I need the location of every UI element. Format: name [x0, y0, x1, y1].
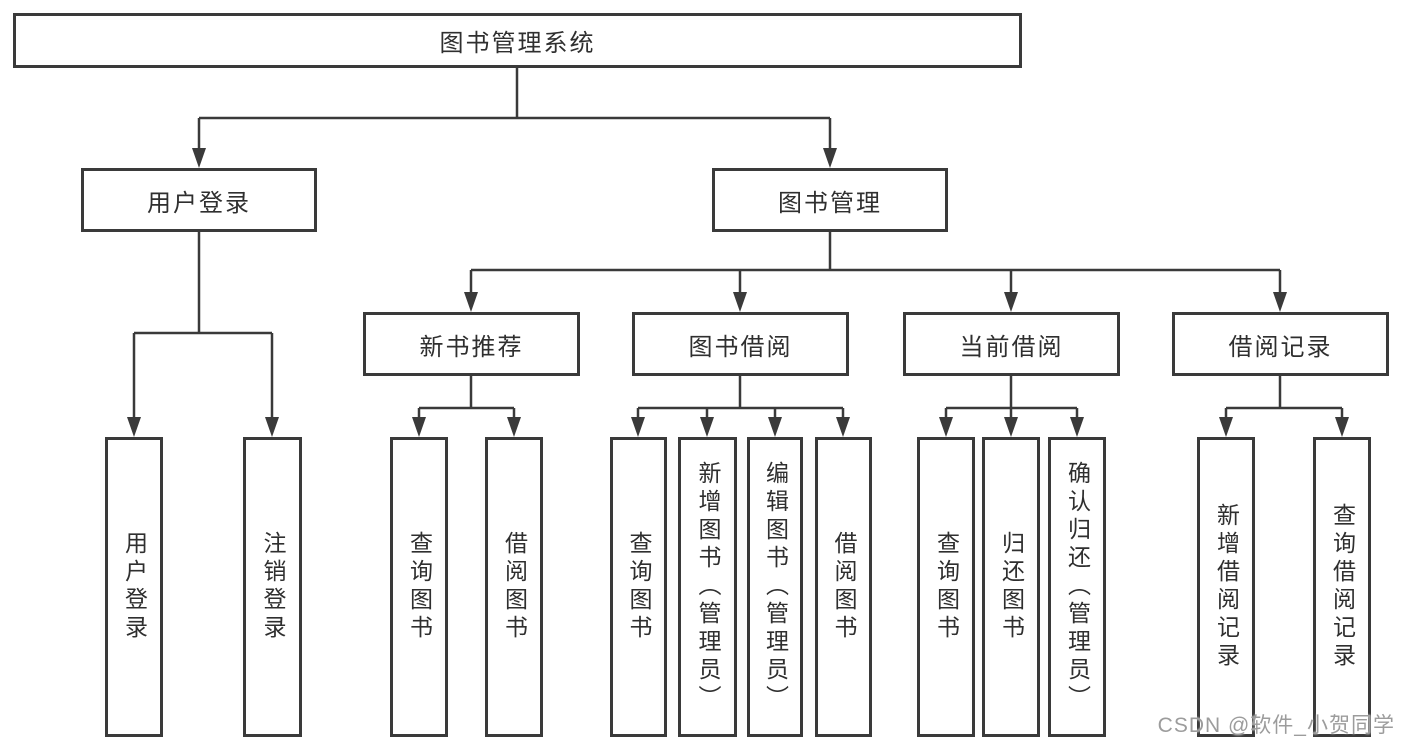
leaf-label: 借阅图书 [831, 531, 857, 643]
leaf-user-login: 用户登录 [105, 437, 163, 737]
leaf-label: 借阅图书 [501, 531, 528, 643]
leaf-label: 查询借阅记录 [1329, 503, 1356, 671]
leaf-borrow-books: 借阅图书 [815, 437, 872, 737]
leaf-add-books-admin: 新增图书（管理员） [678, 437, 737, 737]
node-new-book-recommendation: 新书推荐 [363, 312, 580, 376]
node-book-borrowing: 图书借阅 [632, 312, 849, 376]
leaf-label: 用户登录 [121, 531, 148, 643]
node-borrowing-records: 借阅记录 [1172, 312, 1389, 376]
connector-user-login-children [127, 232, 279, 437]
leaf-add-borrow-record: 新增借阅记录 [1197, 437, 1255, 737]
node-user-login: 用户登录 [81, 168, 317, 232]
connector-current-borrowing-children [939, 376, 1084, 437]
connector-root-to-level2 [192, 68, 837, 168]
node-library-system: 图书管理系统 [13, 13, 1022, 68]
leaf-query-books-borrowing: 查询图书 [610, 437, 667, 737]
node-label: 图书管理系统 [439, 30, 596, 57]
node-label: 新书推荐 [419, 333, 524, 361]
leaf-label: 归还图书 [998, 531, 1025, 643]
node-current-borrowing: 当前借阅 [903, 312, 1120, 376]
node-label: 借阅记录 [1228, 333, 1333, 361]
leaf-query-borrow-record: 查询借阅记录 [1313, 437, 1371, 737]
leaf-edit-books-admin: 编辑图书（管理员） [747, 437, 803, 737]
node-book-management: 图书管理 [712, 168, 948, 232]
leaf-label: 确认归还（管理员） [1064, 461, 1091, 713]
leaf-query-books-current: 查询图书 [917, 437, 975, 737]
leaf-label: 注销登录 [260, 531, 286, 643]
leaf-logout: 注销登录 [243, 437, 302, 737]
leaf-label: 查询图书 [626, 531, 652, 643]
leaf-borrow-books-recommend: 借阅图书 [485, 437, 543, 737]
leaf-label: 查询图书 [933, 531, 960, 643]
node-label: 图书借阅 [688, 333, 793, 361]
connector-new-book-children [412, 376, 521, 437]
leaf-label: 查询图书 [406, 531, 433, 643]
leaf-label: 编辑图书（管理员） [762, 461, 789, 713]
leaf-query-books-recommend: 查询图书 [390, 437, 448, 737]
leaf-label: 新增借阅记录 [1213, 503, 1240, 671]
connector-book-management-children [464, 232, 1287, 312]
leaf-return-books: 归还图书 [982, 437, 1040, 737]
connector-borrowing-records-children [1219, 376, 1349, 437]
node-label: 图书管理 [778, 189, 882, 217]
leaf-confirm-return-admin: 确认归还（管理员） [1048, 437, 1106, 737]
node-label: 当前借阅 [959, 333, 1064, 361]
csdn-watermark: CSDN @软件_小贺同学 [1157, 714, 1395, 737]
connector-book-borrowing-children [631, 376, 850, 437]
node-label: 用户登录 [147, 189, 251, 217]
leaf-label: 新增图书（管理员） [695, 461, 721, 713]
